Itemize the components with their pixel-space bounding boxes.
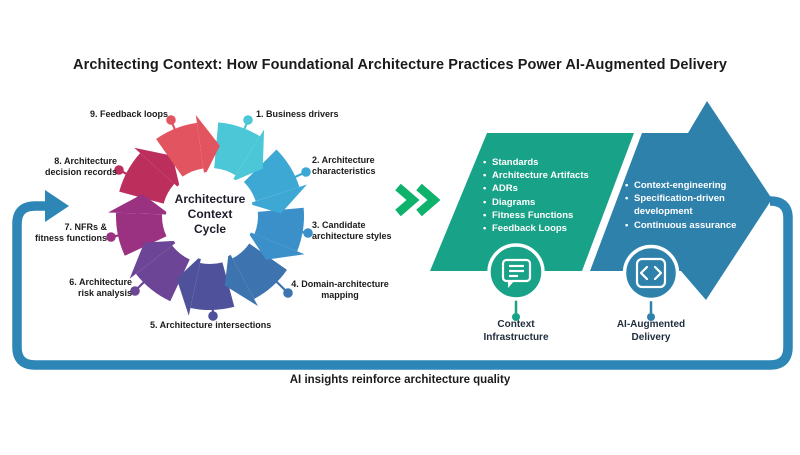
feedback-loop-arrowhead-icon <box>45 190 69 222</box>
cycle-label-5: 5. Architecture intersections <box>150 320 272 330</box>
loop-caption: AI insights reinforce architecture quali… <box>289 374 511 386</box>
cycle-center-disc <box>166 172 254 260</box>
cycle-label-1: 1. Business drivers <box>256 109 339 119</box>
cycle-segment-7 <box>116 212 167 256</box>
leader-dot-3 <box>303 228 313 238</box>
context-bullet-text: Diagrams <box>492 196 536 208</box>
ai-bullet-item: • Specification-driven development <box>625 192 741 218</box>
cycle-label-8: 8. Architecture decision records <box>44 156 117 178</box>
ai-bullet-text: Context-engineering <box>634 180 727 191</box>
cycle-segment-9 <box>156 122 205 178</box>
speech-bubble-list-icon <box>501 258 532 288</box>
cycle-segment-1 <box>213 122 260 176</box>
context-bullet-item: • ADRs <box>483 182 615 195</box>
context-bullet-text: Fitness Functions <box>492 209 574 221</box>
cycle-segment-6 <box>135 244 191 302</box>
cycle-label-7: 7. NFRs & fitness functions <box>34 222 107 244</box>
context-infrastructure-caption: Context Infrastructure <box>483 319 549 343</box>
bullet-icon: • <box>625 180 629 191</box>
context-bullet-text: Standards <box>492 157 539 168</box>
context-bullet-item: • Fitness Functions <box>483 209 615 222</box>
cycle-segment-4 <box>231 242 287 299</box>
ai-delivery-badge <box>622 244 680 321</box>
context-bullet-item: • Diagrams <box>483 196 615 209</box>
cycle-label-9: 9. Feedback loops <box>89 109 168 119</box>
context-stem-dot <box>512 313 520 321</box>
bullet-icon: • <box>625 193 629 205</box>
context-infrastructure-badge <box>487 243 545 321</box>
ai-bullet-item: • Context-engineering <box>625 179 741 192</box>
leader-dot-9 <box>166 115 176 125</box>
bullet-icon: • <box>483 157 487 168</box>
code-brackets-icon <box>635 257 667 289</box>
ai-bullet-item: • Continuous assurance <box>625 219 741 232</box>
context-infrastructure-panel <box>430 133 634 271</box>
ai-bullet-text: Specification-driven development <box>634 193 725 218</box>
cycle-arrowhead-9 <box>195 114 220 177</box>
cycle-label-3: 3. Candidate architecture styles <box>312 220 392 242</box>
ai-icon-circle <box>622 244 680 302</box>
leader-dot-2 <box>301 167 311 177</box>
leader-dot-5 <box>208 311 218 321</box>
ai-bullet-text: Continuous assurance <box>634 219 737 231</box>
cycle-arrowhead-2 <box>248 184 308 214</box>
cycle-arrowhead-4 <box>224 251 258 307</box>
cycle-leader-lines <box>106 115 313 321</box>
double-chevron-right-icon <box>395 183 441 217</box>
context-bullet-text: Feedback Loops <box>492 223 567 235</box>
cycle-segment-3 <box>254 207 304 252</box>
architecture-context-cycle <box>108 114 308 316</box>
cycle-label-6: 6. Architecture risk analysis <box>69 277 132 299</box>
bullet-icon: • <box>483 170 487 182</box>
cycle-arrowhead-3 <box>247 230 305 260</box>
context-bullet-item: • Architecture Artifacts <box>483 169 615 182</box>
cycle-arrowhead-7 <box>108 194 171 215</box>
cycle-label-4: 4. Domain-architecture mapping <box>291 279 389 301</box>
feedback-loop <box>12 190 793 370</box>
bullet-icon: • <box>625 219 629 231</box>
cycle-arrowhead-6 <box>129 240 179 279</box>
leader-dot-6 <box>130 286 140 296</box>
leader-dot-8 <box>114 165 124 175</box>
page-title: Architecting Context: How Foundational A… <box>73 57 727 73</box>
cycle-arrowhead-5 <box>176 255 202 316</box>
context-bullet-item: • Standards <box>483 156 615 169</box>
cycle-arrowhead-8 <box>134 147 181 190</box>
ai-stem-dot <box>647 313 655 321</box>
ai-delivery-caption: AI-Augmented Delivery <box>616 319 686 343</box>
context-bullet-item: • Feedback Loops <box>483 222 615 235</box>
ai-delivery-bullets: • Context-engineering • Specification-drive… <box>625 179 741 232</box>
context-infrastructure-bullets: • Standards • Architecture Artifacts • ADRs • D… <box>483 156 615 235</box>
bullet-icon: • <box>483 183 487 195</box>
bullet-icon: • <box>483 209 487 221</box>
context-bullet-text: Architecture Artifacts <box>492 170 589 182</box>
leader-dot-4 <box>283 288 293 298</box>
bullet-icon: • <box>483 223 487 235</box>
leader-dot-1 <box>243 115 253 125</box>
context-bullet-text: ADRs <box>492 183 518 195</box>
cycle-segment-5 <box>190 262 235 310</box>
cycle-segment-2 <box>243 149 300 203</box>
cycle-arrowhead-1 <box>231 129 265 183</box>
cycle-label-2: 2. Architecture characteristics <box>312 155 376 177</box>
feedback-loop-path <box>12 196 793 370</box>
bullet-icon: • <box>483 196 487 208</box>
leader-dot-7 <box>106 232 116 242</box>
cycle-segment-8 <box>119 153 176 205</box>
